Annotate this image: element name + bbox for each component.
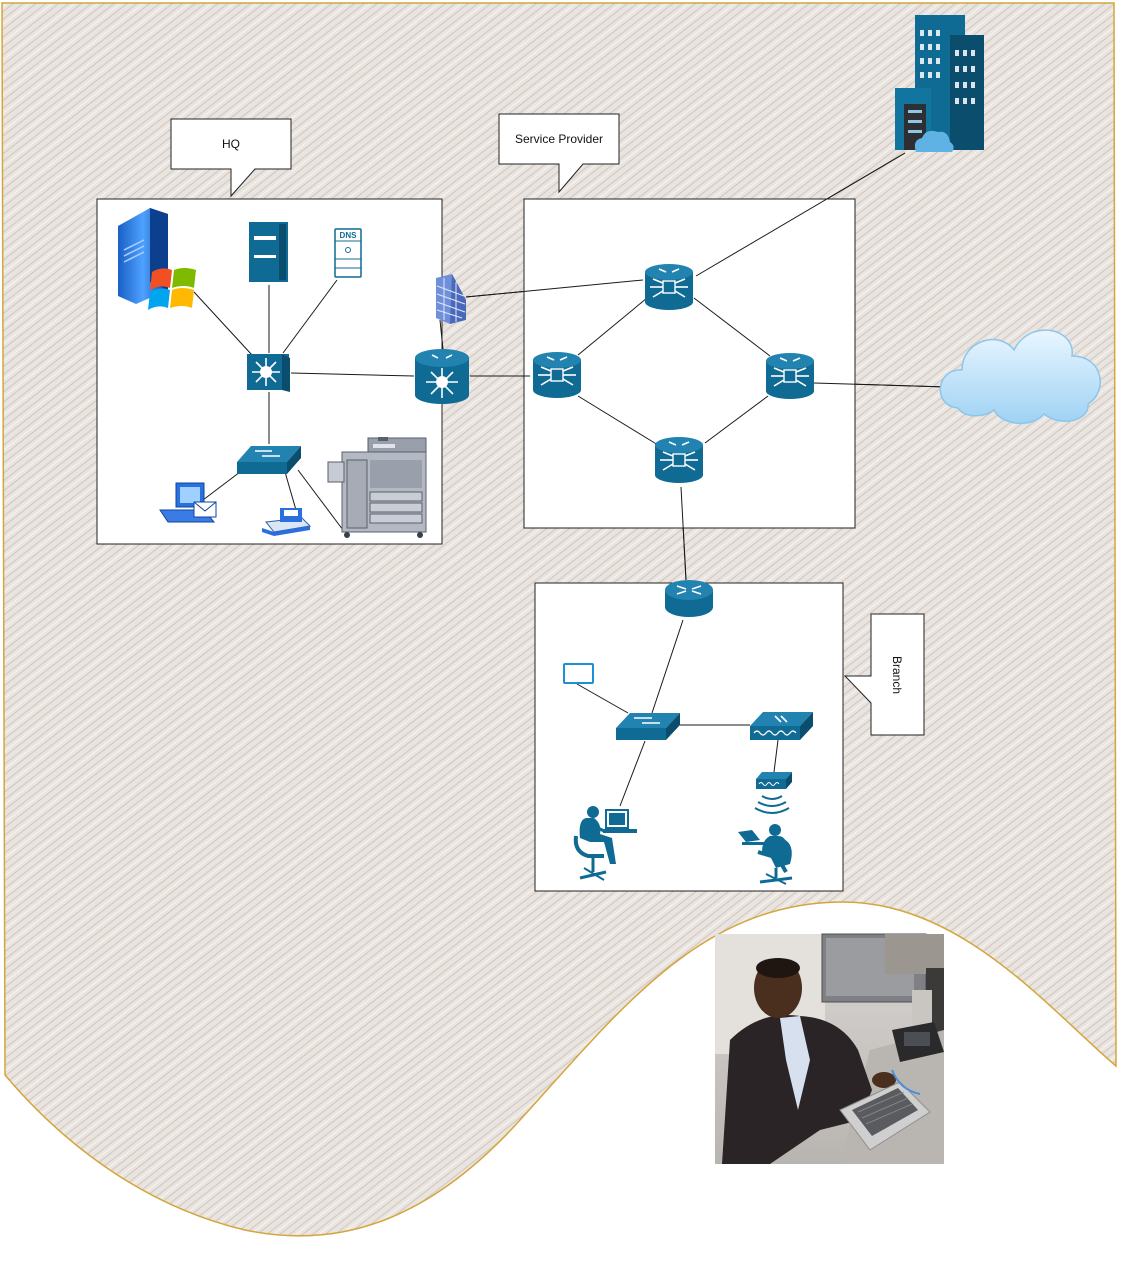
sp-router-left-icon	[533, 352, 581, 398]
wireless-controller-icon	[750, 712, 813, 740]
layer3-switch-icon	[247, 354, 290, 392]
laptop-user-icon	[738, 824, 793, 885]
sp-router-bottom-icon	[655, 437, 703, 483]
hq-label: HQ	[222, 137, 240, 151]
sp-router-top-icon	[645, 264, 693, 310]
datacenter-building-icon	[895, 15, 984, 152]
branch-router-icon	[665, 580, 713, 617]
pc-user-icon	[573, 806, 637, 881]
branch-switch-icon	[616, 713, 680, 740]
hq-callout: HQ	[170, 118, 292, 198]
monitor-icon	[563, 663, 594, 684]
branch-label: Branch	[890, 656, 904, 694]
internet-cloud-icon	[939, 329, 1101, 425]
service-provider-callout: Service Provider	[498, 113, 620, 194]
multifunction-printer-icon	[327, 437, 427, 538]
dns-server-icon: DNS	[334, 228, 362, 278]
workgroup-switch-icon	[237, 446, 301, 474]
email-client-icon	[159, 482, 217, 523]
service-provider-label: Service Provider	[515, 132, 603, 146]
firewall-icon	[436, 274, 466, 324]
access-point-icon	[754, 772, 792, 814]
engineer-photo	[715, 933, 944, 1164]
sp-router-right-icon	[766, 353, 814, 399]
windows-server-icon	[118, 208, 196, 310]
links-inner	[193, 152, 948, 807]
branch-callout: Branch	[843, 613, 925, 736]
server-tower-icon	[249, 222, 288, 282]
printer-icon	[262, 508, 312, 536]
dns-label: DNS	[340, 231, 358, 240]
core-router-icon	[415, 349, 469, 404]
